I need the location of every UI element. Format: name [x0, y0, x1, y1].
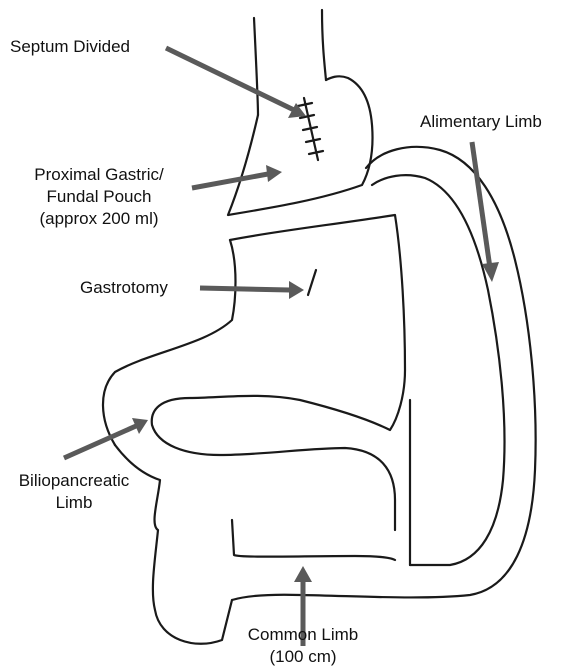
- label-pouch-line3: (approx 200 ml): [14, 208, 184, 230]
- arrow-alimentary: [472, 142, 499, 282]
- remnant-stomach-left: [103, 240, 236, 445]
- remnant-stomach-outline: [152, 215, 405, 530]
- label-septum-divided: Septum Divided: [10, 36, 130, 58]
- label-gastrotomy: Gastrotomy: [80, 277, 168, 299]
- label-common-line1: Common Limb: [228, 624, 378, 646]
- arrow-septum: [166, 48, 306, 118]
- arrow-gastrotomy: [200, 281, 304, 299]
- gastrotomy-mark: [308, 270, 316, 295]
- esophagus-left-wall: [254, 18, 258, 115]
- label-pouch-line2: Fundal Pouch: [14, 186, 184, 208]
- common-limb-channel: [232, 520, 395, 560]
- label-biliopancreatic-line1: Biliopancreatic: [10, 470, 138, 492]
- esophagus-right-wall: [322, 10, 326, 80]
- label-biliopancreatic-line2: Limb: [10, 492, 138, 514]
- arrow-pouch: [192, 165, 282, 188]
- label-alimentary-limb: Alimentary Limb: [420, 111, 542, 133]
- label-common-line2: (100 cm): [228, 646, 378, 668]
- label-biliopancreatic: Biliopancreatic Limb: [10, 470, 138, 514]
- label-pouch: Proximal Gastric/ Fundal Pouch (approx 2…: [14, 164, 184, 230]
- label-common-limb: Common Limb (100 cm): [228, 624, 378, 668]
- gastric-pouch-outline: [228, 76, 373, 215]
- label-pouch-line1: Proximal Gastric/: [14, 164, 184, 186]
